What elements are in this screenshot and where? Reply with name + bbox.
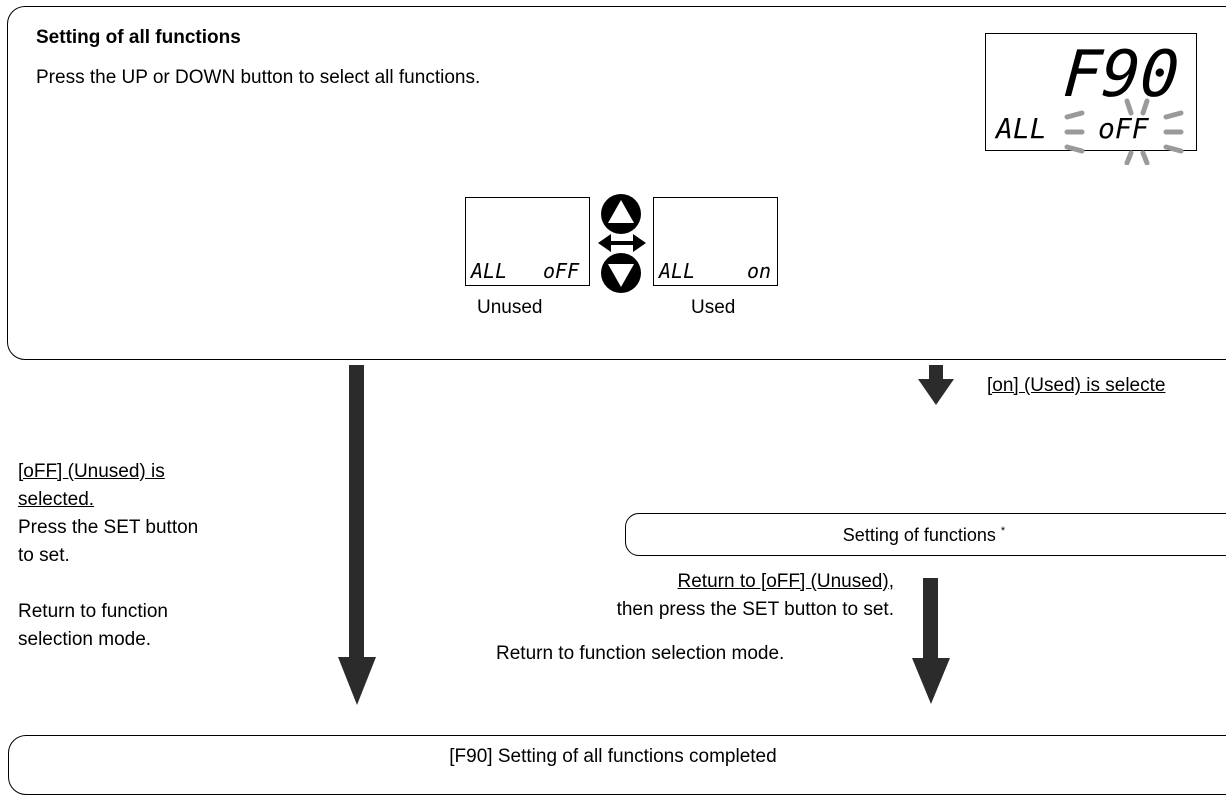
left-return-line2: selection mode.: [18, 629, 152, 650]
setting-of-functions-box: Setting of functions *: [625, 513, 1226, 556]
panel-instruction: Press the UP or DOWN button to select al…: [36, 67, 481, 88]
footnote-mark: *: [1000, 525, 1006, 537]
left-set-line1: Press the SET button: [18, 517, 199, 538]
down-button-icon[interactable]: [600, 252, 642, 294]
oFF-selected-line1: [oFF] (Unused) is: [18, 461, 165, 482]
main-display-bottom-left: ALL: [994, 112, 1047, 145]
right-return-note: Return to [oFF] (Unused), then press the…: [466, 568, 894, 624]
on-selected-label: [on] (Used) is selecte: [987, 375, 1166, 396]
used-display-right: on: [747, 259, 771, 283]
unused-display: ALL oFF: [465, 197, 590, 286]
left-return-line1: Return to function: [18, 601, 168, 622]
up-button-icon[interactable]: [600, 193, 642, 235]
function-setting-panel: [7, 6, 1226, 360]
main-display-top-text: F90: [1061, 38, 1182, 112]
right-return-mode: Return to function selection mode.: [496, 643, 785, 664]
oFF-selected-line2: selected.: [18, 489, 95, 510]
return-comma: ,: [888, 571, 894, 592]
left-flow-arrow: [338, 365, 376, 705]
return-to-oFF: Return to [oFF] (Unused): [677, 571, 889, 592]
used-caption: Used: [691, 297, 736, 318]
unused-caption: Unused: [477, 297, 543, 318]
setting-of-functions-label: Setting of functions: [842, 525, 996, 545]
completed-box: [F90] Setting of all functions completed: [8, 735, 1226, 795]
main-display: F90 ALL oFF: [985, 33, 1197, 151]
right-bottom-arrow: [912, 578, 950, 704]
panel-title: Setting of all functions: [36, 27, 241, 48]
used-display-left: ALL: [657, 259, 695, 283]
right-top-arrow: [918, 365, 954, 405]
blink-marks: [1064, 98, 1184, 165]
unused-display-right: oFF: [543, 259, 580, 283]
double-arrow-icon: [598, 234, 646, 252]
completed-label: [F90] Setting of all functions completed: [449, 746, 777, 767]
right-set-line: then press the SET button to set.: [616, 599, 894, 620]
unused-display-left: ALL: [469, 259, 507, 283]
main-display-bottom-right: oFF: [1098, 112, 1150, 145]
left-branch-notes: [oFF] (Unused) is selected. Press the SE…: [18, 458, 198, 654]
left-set-line2: to set.: [18, 545, 70, 566]
used-display: ALL on: [653, 197, 778, 286]
